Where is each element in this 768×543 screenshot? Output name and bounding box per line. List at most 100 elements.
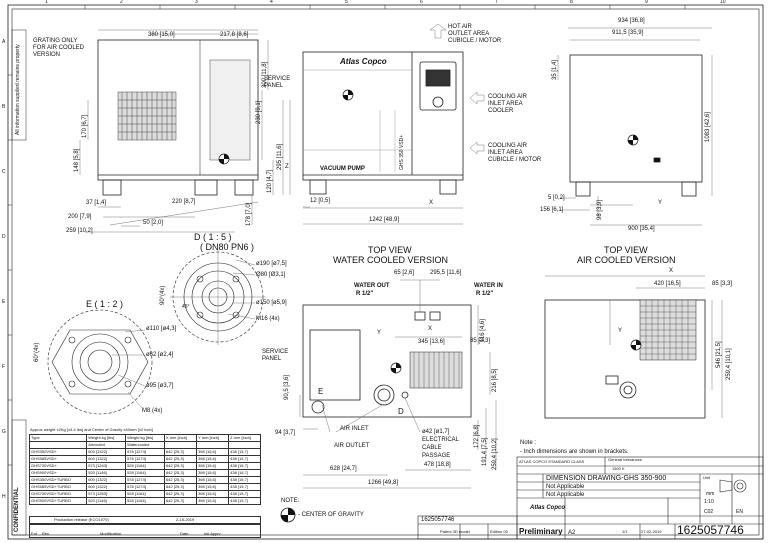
table-cell: 398 [15,6] [196, 455, 230, 463]
cog-marker-top-water [390, 362, 402, 374]
table-cell: Watercooled [125, 441, 165, 449]
standard-class: ATLAS COPCO STANDARD CLASS [519, 459, 585, 464]
axis-y-air: Y [618, 328, 623, 334]
table-cell: 438 [15,7] [228, 469, 261, 477]
table-cell: 528 [1164] [125, 469, 165, 477]
air-outlet-label: AIR OUTLET [334, 443, 370, 449]
not-applicable-1: Not Applicable [546, 484, 585, 490]
angle-45: 45° [182, 304, 190, 310]
table-cell: 578 [1274] [125, 476, 165, 484]
dim-172: 172 [6,8] [474, 424, 480, 448]
vacuum-pump-label: VACUUM PUMP [320, 166, 365, 172]
table-cell: 600 [1322] [86, 483, 127, 491]
dim-37: 37 [1,4] [86, 200, 107, 206]
dim-98: 98 [3,9] [597, 199, 603, 220]
dim-200: 200 [7,9] [68, 214, 92, 220]
tol-value: 1500 K [612, 466, 625, 471]
table-cell [28, 441, 88, 449]
service-panel-top-2: PANEL [262, 356, 282, 362]
sheet-number: 1/1 [622, 529, 628, 534]
table-cell: 600 [1322] [86, 476, 127, 484]
detail-e-fitting [47, 309, 153, 415]
table-cell: 642 [25,3] [163, 448, 198, 456]
dim-12: 12 [0,5] [310, 198, 331, 204]
table-cell: GHS350VSD+TURBO [28, 476, 88, 484]
table-cell: 438 [15,7] [228, 483, 261, 491]
unit-value: mm [706, 491, 715, 497]
dim-191: 191,4 [7,5] [482, 437, 488, 466]
dim-d80: Ø80 [Ø3,1] [256, 272, 286, 278]
not-applicable-2: Not Applicable [546, 492, 585, 498]
table-cell: 528 [1164] [125, 462, 165, 470]
scale-value: 1:10 [704, 499, 714, 505]
table-cell: 642 [25,3] [163, 469, 198, 477]
table-cell: Y mm [inch] [196, 434, 230, 442]
sheet-size: A2 [568, 530, 576, 536]
table-cell: 642 [25,3] [163, 462, 198, 470]
dim-295-5: 295,5 [11,6] [430, 270, 462, 276]
table-row: GHS730VSD+573 [1263]528 [1164]642 [25,3]… [28, 462, 261, 470]
table-cell: 438 [15,7] [228, 455, 261, 463]
note-title: Note : [520, 440, 537, 446]
dim-216: 216 [8,5] [492, 368, 498, 392]
drawing-date: 27-02-2019 [641, 529, 662, 534]
table-cell [163, 441, 198, 449]
table-cell: 578 [1274] [125, 448, 165, 456]
table-cell: 600 [1322] [86, 455, 127, 463]
dim-900: 900 [35,4] [628, 226, 655, 232]
cog-marker-top-air [630, 339, 642, 351]
table-cell: 573 [1263] [86, 462, 127, 470]
table-cell: 398 [15,6] [196, 448, 230, 456]
row-c: C [2, 169, 6, 175]
grating-note-1: GRATING ONLY [33, 38, 78, 44]
detail-d-sub: ( DN80 PN6 ) [200, 242, 255, 252]
revision-header-row: Ent Rev Modification Date Init Apprv [29, 524, 261, 538]
dim-94: 94 [3,7] [275, 430, 296, 436]
dim-120: 120 [4,7] [267, 169, 273, 193]
dim-420: 420 [16,5] [654, 281, 681, 287]
table-cell: 438 [15,7] [228, 448, 261, 456]
edition-label: Edition 00 [490, 529, 508, 534]
model-label: GHS 350 VSD+ [399, 134, 405, 170]
dim-259: 259 [10,2] [66, 228, 93, 234]
dim-d190: ø190 [ø7,5] [256, 261, 287, 267]
table-cell: 398 [15,6] [196, 462, 230, 470]
table-cell: X mm [inch] [163, 434, 198, 442]
table-cell: 578 [1274] [125, 483, 165, 491]
table-cell: GHS730VSD+ [28, 462, 88, 470]
cog-marker-right [627, 134, 639, 146]
table-cell: 438 [15,7] [228, 462, 261, 470]
col-2: 2 [120, 0, 123, 5]
unit-label: Unit [703, 475, 711, 480]
dim-85-water: 85 [3,3] [470, 338, 491, 344]
table-cell: 438 [15,7] [228, 497, 261, 505]
dim-d62: ø62 [ø2,4] [146, 352, 174, 358]
rev-h-date: Date [180, 531, 189, 536]
cooling1-2: INLET AREA [488, 101, 523, 107]
row-h: H [2, 494, 6, 500]
dim-148: 148 [5,8] [74, 148, 80, 172]
grating-note-2: FOR AIR COOLED [33, 45, 85, 51]
dim-5: 5 [0,2] [548, 195, 565, 201]
dim-85-air: 85 [3,3] [712, 281, 733, 287]
detail-d-flange [170, 249, 266, 345]
axis-y-right: Y [658, 200, 663, 206]
cog-legend-symbol [280, 507, 296, 523]
axis-y-water: Y [377, 330, 382, 336]
hot-air-1: HOT AIR [448, 24, 472, 30]
row-d: D [2, 234, 6, 240]
dim-230: 230 [9,1] [256, 100, 262, 124]
detail-e-title: E ( 1 : 2 ) [86, 299, 124, 309]
dim-220: 220 [8,7] [172, 199, 196, 205]
dim-259-water: 259,4 [10,2] [492, 438, 498, 470]
table-cell: 438 [15,7] [228, 476, 261, 484]
col-8: 8 [570, 0, 573, 5]
dim-478: 478 [18,8] [424, 462, 451, 468]
rev-h-init: Init Apprv [204, 531, 221, 536]
